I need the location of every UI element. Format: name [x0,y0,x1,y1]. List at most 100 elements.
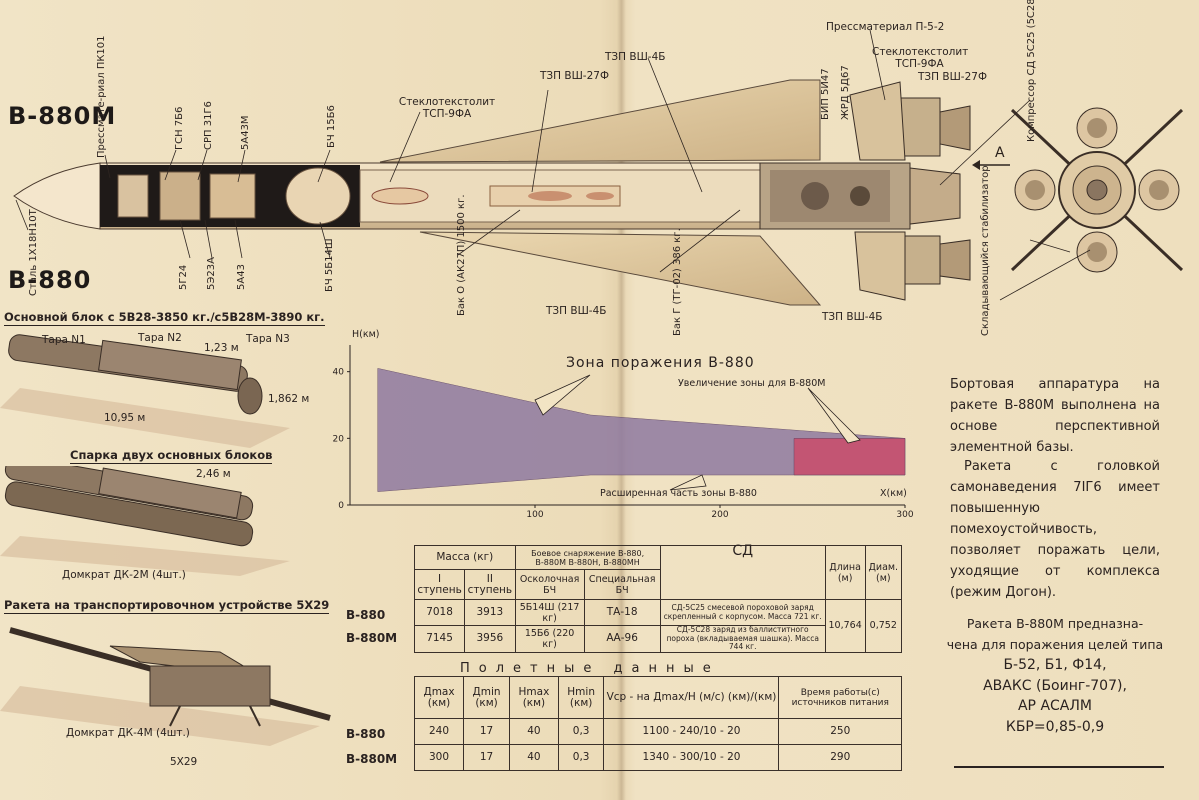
label-5a43: 5А43 [236,264,247,290]
mass-b880m-s2: 3956 [464,625,516,653]
mass-b880m-frag: 15Б6 (220 кг) [514,625,585,653]
arrow-a-head [972,160,980,170]
label-tzp-4b-bottom-right: ТЗП ВШ-4Б [822,311,883,323]
main-block-title: Основной блок с 5В28-3850 кг./с5В28М-389… [4,310,325,326]
th-length: Длина (м) [824,545,866,600]
model-b880m-title: В-880М [8,102,117,130]
label-tara3: Тара N3 [246,333,290,345]
zone-x-tick-label-100: 100 [526,510,543,520]
info-p3-line1: Ракета В-880М предназна- [966,616,1144,631]
flight-b880m-time: 290 [778,744,902,771]
flight-b880m-dmin: 17 [463,744,511,771]
flight-b880m-dmax: 300 [413,744,465,771]
label-fiberglass-rear: Стеклотекстолит ТСП-9ФА [872,46,969,70]
booster-top-nozzle [939,105,971,151]
label-zhrd: ЖРД 5Д67 [840,65,851,120]
mass-row-label-b880: В-880 [346,608,386,622]
label-press-material-tip: Прессмате-риал ПК101 [96,35,107,158]
info-p3-line5: АР АСАЛМ [1017,698,1092,714]
flight-row-label-b880: В-880 [346,727,386,741]
dim-2-46: 2,46 м [196,468,231,480]
flight-table: Дmax (км) Дmin (км) Нmax (км) Нmin (км) … [413,676,902,771]
mass-b880m-special: АА-96 [583,625,661,653]
zone-ylabel: Н(км) [352,329,380,340]
th-combat: Боевое снаряжение В-880, В-880М В-880Н, … [514,545,661,570]
label-5a43m: 5А43М [240,115,251,150]
th-stage2: II ступень [464,569,516,600]
th-sd: СД [659,544,826,600]
label-5x29: 5Х29 [170,756,198,768]
th-vcp: Vср - на Дmax/Н (м/с) (км)/(км) [603,676,780,719]
zone-x-tick-label-200: 200 [711,510,728,520]
info-p3-line6: КБР=0,85-0,9 [1005,718,1105,735]
label-stabilizer: Складывающийся стабилизатор [980,165,991,336]
label-tzp-27f: ТЗП ВШ-27Ф [540,70,609,82]
th-stage1: I ступень [413,569,466,600]
label-tank-o: Бак О (АК27П) 1500 кг. [456,194,467,316]
th-dmax: Дmax (км) [413,676,465,719]
info-underline [954,766,1164,768]
th-mass: Масса (кг) [414,545,516,570]
flight-b880-hmax: 40 [509,718,559,745]
th-special: Специальная БЧ [583,569,661,600]
zone-x-tick-label-300: 300 [896,510,913,520]
label-tara1: Тара N1 [42,334,86,346]
label-bip: БИП 5И47 [820,68,831,120]
dim-1-23: 1,23 м [204,342,239,354]
zone-extended-label: Расширенная часть зоны В-880 [600,488,757,499]
zone-y-tick-label-40: 40 [333,368,345,378]
a43-block [209,173,256,219]
model-b880-title: В-880 [8,266,92,294]
th-hmax: Нmax (км) [509,676,559,719]
pair-title: Спарка двух основных блоков [70,448,273,464]
label-tzp-27f-rear: ТЗП ВШ-27Ф [918,71,987,83]
th-time: Время работы(с) источников питания [778,676,902,719]
warhead-shape [285,167,351,225]
label-gsn: ГСН 7Б6 [174,106,185,150]
rear-view [1010,107,1184,273]
label-srp: СРП 31Г6 [203,101,214,150]
flight-row-label-b880m: В-880М [346,752,398,766]
flight-b880m-vcp: 1340 - 300/10 - 20 [603,744,780,771]
mass-b880-sd: СД-5С25 смесевой пороховой заряд скрепле… [659,599,826,626]
upper-wing [379,79,821,163]
main-nozzle [909,167,961,225]
info-paragraph-1: Бортовая аппаратура на ракете В-880М вып… [950,377,1160,455]
engine-internals [770,170,890,222]
label-tank-g: Бак Г (ТГ-02) 386 кг. [672,228,683,336]
flight-b880m-hmin: 0,3 [557,744,605,771]
missile-cutaway [13,29,1184,306]
zone-y-tick-label-20: 20 [333,434,345,444]
mass-diam: 0,752 [864,599,903,653]
booster-bottom-nozzle [939,239,971,281]
mass-b880-frag: 5Б14Ш (217 кг) [514,599,585,626]
flight-b880-hmin: 0,3 [557,718,605,745]
flight-b880-dmin: 17 [463,718,511,745]
zone-increase-arrow [807,387,861,444]
mass-length: 10,764 [824,599,866,653]
dim-1-862: 1,862 м [268,393,310,405]
zone-increase-label: Увеличение зоны для В-880М [678,378,826,389]
th-frag: Осколочная БЧ [514,569,585,600]
zone-chart-title: Зона поражения В-880 [566,355,755,371]
tank-window-hole-1 [528,191,572,201]
main-block-drawing [0,334,290,448]
page-fold [617,0,626,800]
label-warhead-15b6: БЧ 15Б6 [326,105,337,148]
zone-extended-arrow [669,474,707,491]
th-diam: Диам. (м) [864,545,903,600]
transport-title: Ракета на транспортировочном устройстве … [4,598,330,614]
flight-b880-time: 250 [778,718,902,745]
tank-window-hole-2 [586,192,614,200]
info-p3-line4: АВАКС (Боинг-707), [983,677,1127,694]
label-tzp-4b-top: ТЗП ВШ-4Б [605,51,666,63]
pair-drawing [0,466,290,576]
flight-table-title: Полетные данные [460,661,720,676]
info-paragraph-2: Ракета с головкой самонаведения 7ІГ6 име… [950,459,1160,600]
zone-b880m-extension [793,438,906,476]
dim-10-95: 10,95 м [104,412,146,424]
srp-block [159,171,201,221]
mass-b880m-sd: СД-5С28 заряд из баллиститного пороха (в… [659,625,826,653]
label-steel-tip: Сталь 1Х18Н10Т [28,209,39,296]
